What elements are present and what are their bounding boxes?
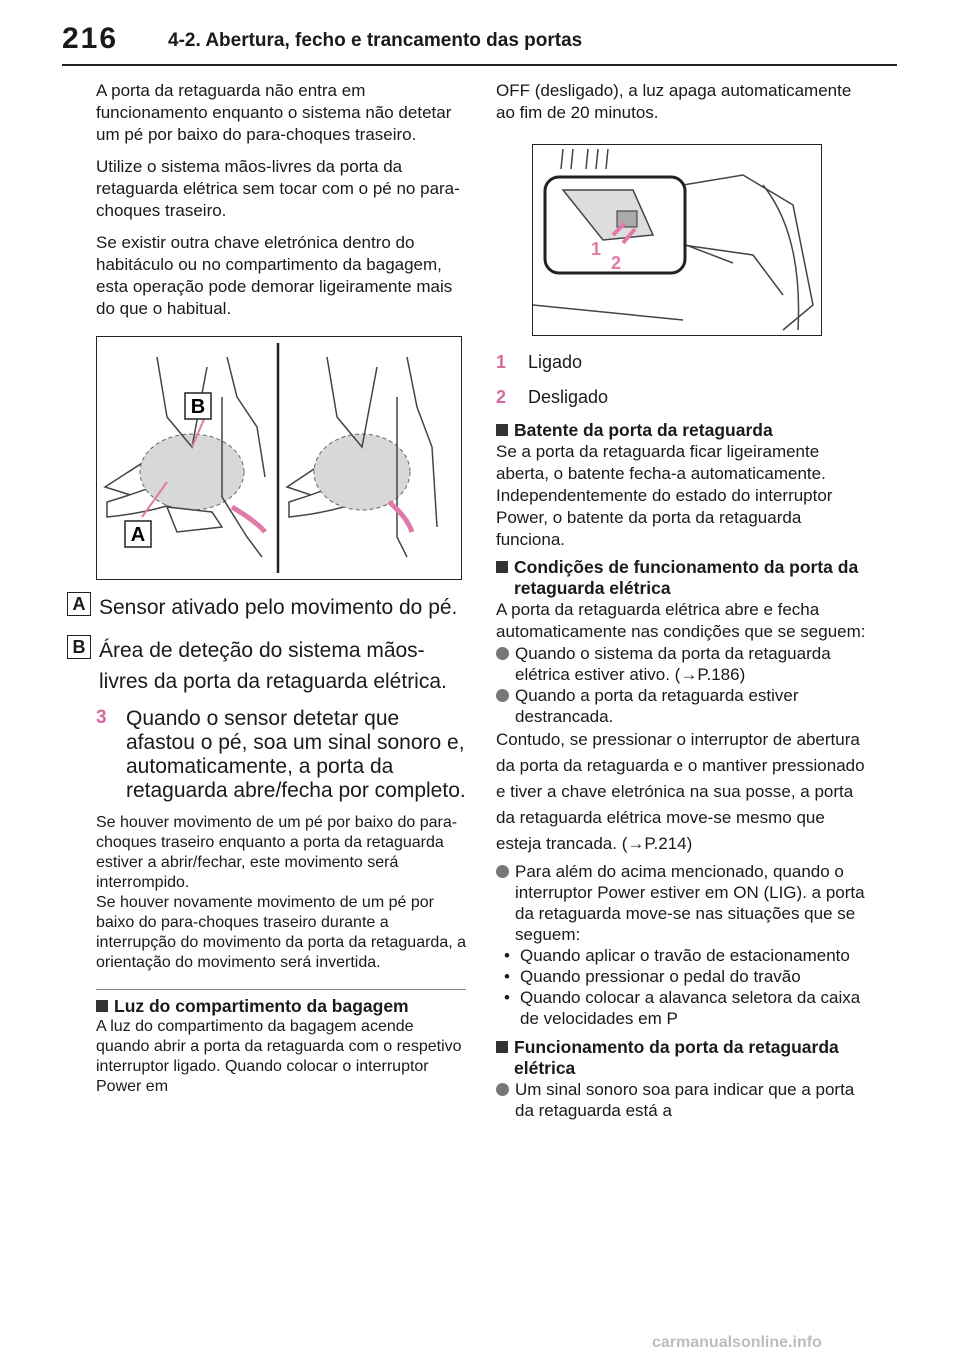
note-heading: Luz do compartimento da bagagem bbox=[96, 996, 466, 1017]
heading-condicoes: Condições de funcionamento da porta da r… bbox=[496, 557, 866, 599]
left-column: A porta da retaguarda não entra em funci… bbox=[67, 80, 467, 1097]
bullet-item: Quando o sistema da porta da retaguarda … bbox=[496, 643, 866, 685]
bullet-item: Para além do acima mencionado, quando o … bbox=[496, 861, 866, 945]
paragraph: Utilize o sistema mãos-livres da porta d… bbox=[96, 157, 460, 220]
legend-item-1: 1 Ligado bbox=[496, 352, 583, 372]
figure-number-1: 1 bbox=[591, 239, 601, 259]
legend-item-2: 2 Desligado bbox=[496, 387, 609, 407]
dash-item: • Quando aplicar o travão de estacioname… bbox=[504, 946, 850, 965]
bullet-item: Um sinal sonoro soa para indicar que a p… bbox=[496, 1079, 866, 1121]
foot-sensor-figure: B A bbox=[96, 336, 462, 580]
paragraph: OFF (desligado), a luz apaga automaticam… bbox=[496, 81, 852, 122]
luggage-light-illustration: 1 2 bbox=[533, 145, 820, 334]
label-a-text: Sensor ativado pelo movimento do pé. bbox=[99, 596, 458, 619]
step-text: Quando o sensor detetar que afastou o pé… bbox=[126, 707, 466, 802]
label-b-text: Área de deteção do sistema mãos-livres d… bbox=[99, 639, 447, 693]
paragraph: Se existir outra chave eletrónica dentro… bbox=[96, 233, 453, 318]
right-column: OFF (desligado), a luz apaga automaticam… bbox=[496, 80, 866, 1121]
paragraph: Se a porta da retaguarda ficar ligeirame… bbox=[496, 442, 826, 483]
step-number: 3 bbox=[96, 707, 107, 728]
watermark: carmanualsonline.info bbox=[652, 1334, 822, 1351]
square-bullet-icon bbox=[496, 1041, 508, 1053]
page-header: 216 4-2. Abertura, fecho e trancamento d… bbox=[0, 0, 960, 70]
foot-sensor-illustration: B A bbox=[97, 337, 460, 578]
label-a-box: A bbox=[67, 592, 91, 616]
figure-label-a: A bbox=[131, 524, 145, 546]
step-3: 3 Quando o sensor detetar que afastou o … bbox=[96, 707, 466, 803]
dash-item: • Quando pressionar o pedal do travão bbox=[504, 967, 801, 986]
paragraph: A porta da retaguarda elétrica abre e fe… bbox=[496, 600, 866, 641]
circle-bullet-icon bbox=[496, 689, 509, 702]
paragraph: A porta da retaguarda não entra em funci… bbox=[96, 81, 452, 144]
square-bullet-icon bbox=[496, 561, 508, 573]
circle-bullet-icon bbox=[496, 1083, 509, 1096]
paragraph: Contudo, se pressionar o interruptor de … bbox=[496, 730, 865, 853]
heading-batente: Batente da porta da retaguarda bbox=[496, 420, 866, 441]
heading-funcionamento: Funcionamento da porta da retaguarda elé… bbox=[496, 1037, 866, 1079]
paragraph: Independentemente do estado do interrupt… bbox=[496, 486, 833, 549]
note-text: A luz do compartimento da bagagem acende… bbox=[96, 1018, 462, 1095]
luggage-light-figure: 1 2 bbox=[532, 144, 822, 336]
section-title: 4-2. Abertura, fecho e trancamento das p… bbox=[168, 30, 583, 51]
label-b-box: B bbox=[67, 635, 91, 659]
figure-number-2: 2 bbox=[611, 253, 621, 273]
label-b-caption: B Área de deteção do sistema mãos-livres… bbox=[67, 635, 466, 697]
figure-label-b: B bbox=[191, 396, 205, 418]
note-divider bbox=[96, 989, 466, 990]
label-a-caption: A Sensor ativado pelo movimento do pé. bbox=[67, 592, 466, 623]
paragraph: Se houver novamente movimento de um pé p… bbox=[96, 894, 467, 971]
bullet-item: Quando a porta da retaguarda estiver des… bbox=[496, 685, 866, 727]
circle-bullet-icon bbox=[496, 647, 509, 660]
paragraph: Se houver movimento de um pé por baixo d… bbox=[96, 814, 458, 891]
header-rule bbox=[62, 64, 897, 66]
square-bullet-icon bbox=[96, 1000, 108, 1012]
square-bullet-icon bbox=[496, 424, 508, 436]
page-number: 216 bbox=[62, 22, 119, 55]
dash-item: • Quando colocar a alavanca seletora da … bbox=[504, 988, 861, 1028]
circle-bullet-icon bbox=[496, 865, 509, 878]
